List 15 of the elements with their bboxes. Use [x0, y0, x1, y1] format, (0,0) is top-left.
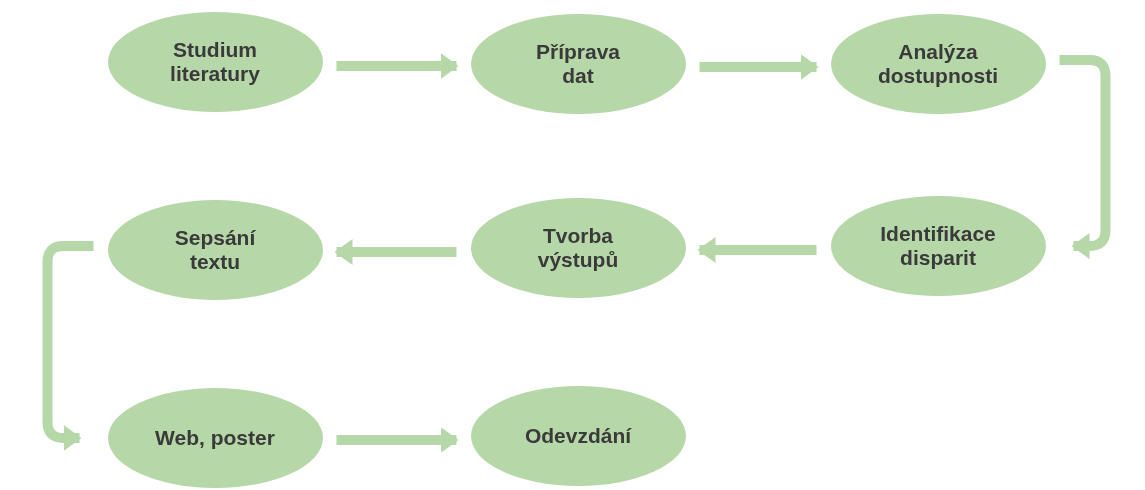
- arrow: [699, 54, 819, 80]
- node-label: Odevzdání: [524, 423, 632, 449]
- node-label: Tvorba výstupů: [536, 223, 620, 273]
- node-label: Sepsání textu: [173, 225, 257, 275]
- node-label: Analýza dostupnosti: [876, 39, 1000, 89]
- node-label: Identifikace disparit: [879, 221, 997, 271]
- node-label: Příprava dat: [534, 39, 622, 89]
- arrow: [42, 241, 94, 451]
- arrow: [334, 239, 457, 265]
- node-label: Studium literatury: [169, 37, 261, 87]
- arrow: [336, 427, 459, 453]
- arrow: [336, 53, 459, 79]
- arrow: [697, 237, 817, 263]
- arrow: [1059, 55, 1111, 259]
- node-label: Web, poster: [155, 425, 275, 451]
